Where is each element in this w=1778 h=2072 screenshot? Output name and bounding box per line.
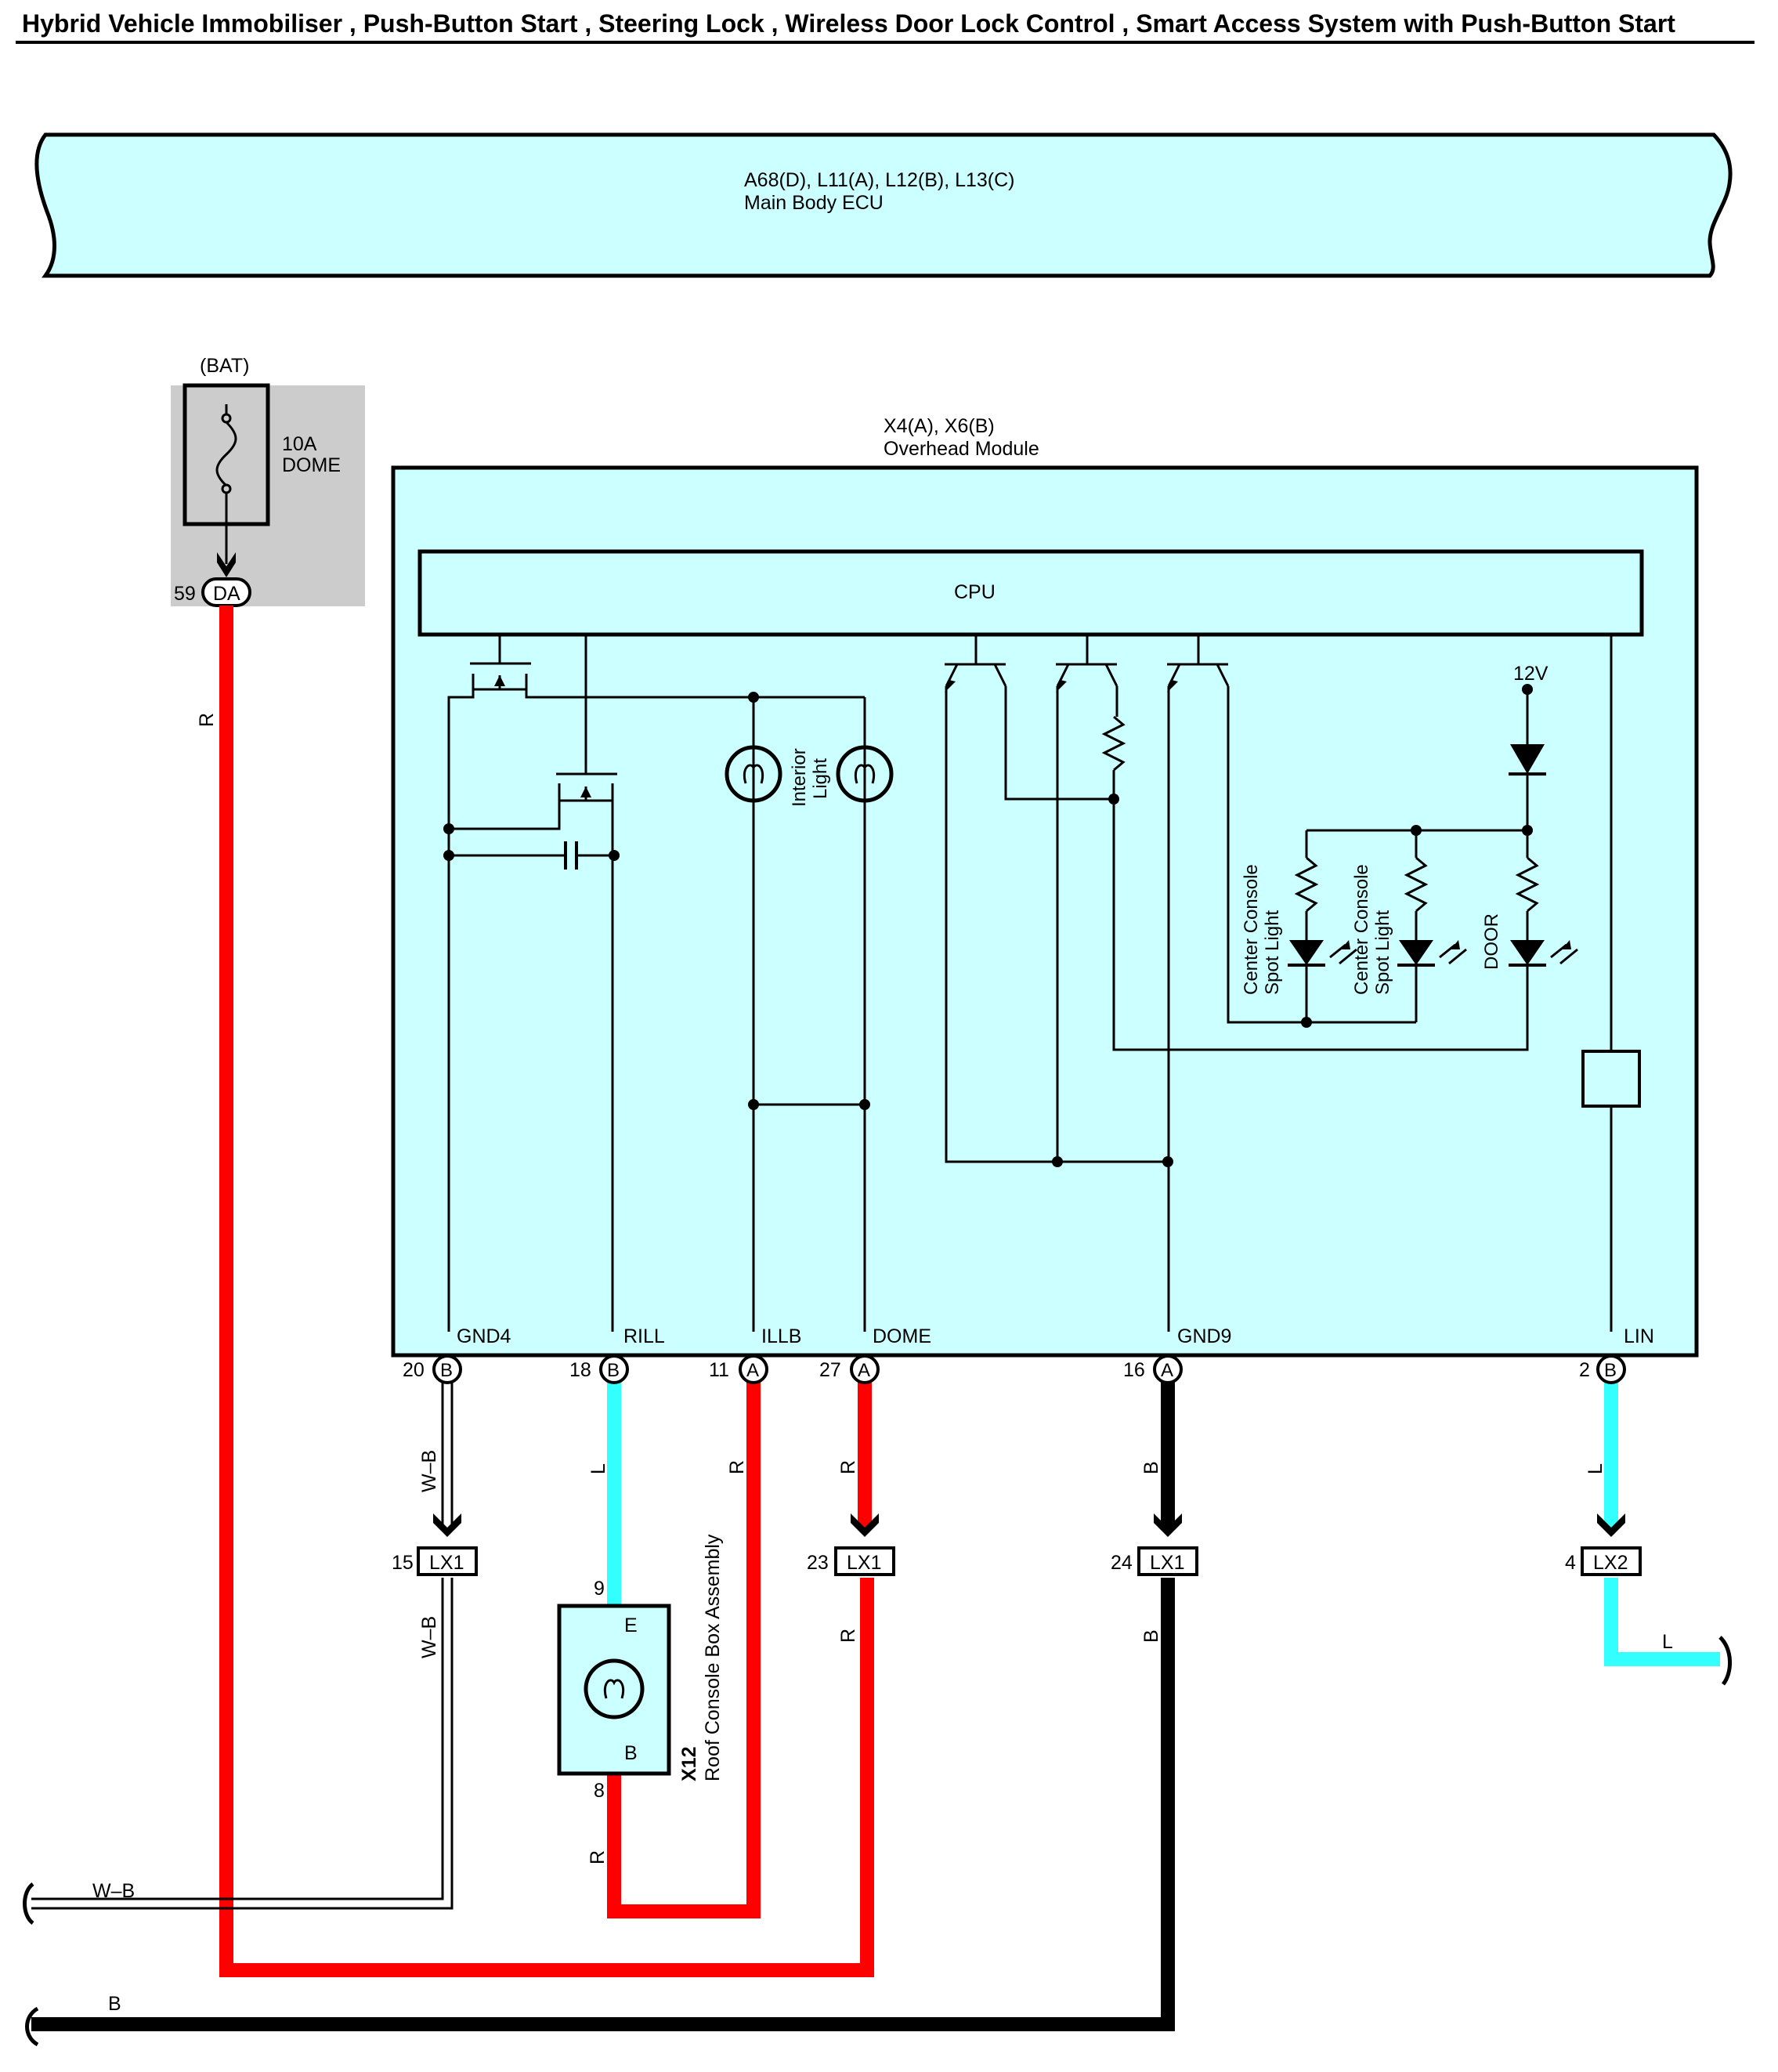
fuse-icon: [215, 404, 237, 577]
cpu-label: CPU: [954, 581, 996, 603]
interior-light-label-2: Light: [810, 758, 831, 799]
pin-illb: [739, 1354, 768, 1384]
pin-dome-code: A: [858, 1360, 870, 1381]
main-body-ecu-code: A68(D), L11(A), L12(B), L13(C): [744, 169, 1015, 191]
wire-label-r-dome-upper: R: [837, 1460, 859, 1474]
junction-lx1-wb-code: LX1: [429, 1552, 464, 1574]
wire-end-b: [25, 2006, 39, 2047]
junction-lx1-ground-number: 24: [1111, 1552, 1133, 1574]
pin-illb-code: A: [746, 1360, 759, 1381]
pin-rill: [599, 1354, 629, 1384]
wire-label-wb-upper: W–B: [418, 1450, 440, 1492]
pin-rill-number: 18: [569, 1359, 591, 1381]
spot-light-2-label-2: Spot Light: [1372, 910, 1393, 995]
terminal-label-lin: LIN: [1624, 1325, 1654, 1347]
pin-gnd4-code: B: [440, 1360, 453, 1381]
wiring: [23, 606, 1733, 2047]
pin-illb-number: 11: [709, 1359, 729, 1381]
cpu-box: [417, 549, 1644, 637]
module-code: X4(A), X6(B): [884, 415, 995, 437]
door-led-label: DOOR: [1481, 913, 1502, 970]
diagram-title: Hybrid Vehicle Immobiliser , Push-Button…: [22, 9, 1675, 38]
wire-blue-lin-lower: [1604, 1578, 1720, 1666]
main-body-ecu-name: Main Body ECU: [744, 192, 884, 214]
wire-end-wb: [23, 1882, 34, 1926]
wire-label-wb-end: W–B: [92, 1880, 135, 1902]
pin-gnd9-number: 16: [1123, 1359, 1145, 1381]
pin-lin-code: B: [1604, 1360, 1617, 1381]
roof-console-term-top: E: [624, 1615, 638, 1636]
roof-console-term-bottom: B: [624, 1742, 638, 1764]
supply-label: 12V: [1513, 663, 1549, 685]
junction-lx1-dome: [834, 1546, 895, 1576]
pin-gnd9: [1153, 1354, 1183, 1384]
junction-lx1-ground: [1137, 1546, 1198, 1576]
module-circuit: [447, 635, 1641, 1332]
roof-console-code: X12: [678, 1747, 700, 1781]
roof-console-name: Roof Console Box Assembly: [702, 1534, 724, 1781]
wire-label-l-lin-lower: L: [1662, 1631, 1673, 1653]
roof-console-pin-bottom: 8: [594, 1780, 605, 1802]
pin-lin-number: 2: [1579, 1359, 1590, 1381]
fuse-name: DOME: [282, 454, 341, 476]
junction-lx1-dome-number: 23: [807, 1552, 829, 1574]
roof-console-pin-top: 9: [594, 1578, 605, 1600]
wire-label-b-lower: B: [1140, 1629, 1162, 1643]
wire-red-battery: [219, 606, 874, 1977]
fuse-source: (BAT): [200, 355, 249, 377]
terminal-label-gnd9: GND9: [1177, 1325, 1231, 1347]
roof-console-filament-icon: [603, 1679, 625, 1699]
pin-gnd9-code: A: [1161, 1360, 1173, 1381]
junction-lx2-lin-number: 4: [1565, 1552, 1576, 1574]
pin-dome: [850, 1354, 880, 1384]
junction-lx1-dome-code: LX1: [847, 1552, 881, 1574]
junction-lx1-wb-number: 15: [392, 1552, 414, 1574]
fuse-pin-number: 59: [174, 583, 196, 605]
roof-console-box: [557, 1604, 671, 1776]
fuse-pin-code: DA: [213, 583, 240, 605]
wire-label-r-illb: R: [726, 1460, 748, 1474]
wire-label-b-upper: B: [1140, 1461, 1162, 1474]
pin-gnd4: [432, 1354, 462, 1384]
terminal-label-illb: ILLB: [761, 1325, 801, 1347]
wire-black-ground: [31, 1578, 1175, 2031]
terminal-label-gnd4: GND4: [457, 1325, 511, 1347]
junction-lx2-lin-code: LX2: [1593, 1552, 1628, 1574]
wire-label-l-lin-upper: L: [1585, 1463, 1606, 1474]
wire-label-r-x12: R: [587, 1850, 609, 1864]
terminal-label-rill: RILL: [623, 1325, 665, 1347]
wire-label-wb-lower: W–B: [418, 1616, 440, 1658]
main-body-ecu-box: [34, 132, 1733, 278]
circuit-glyphs: [443, 675, 1578, 1167]
spot-light-2-label-1: Center Console: [1351, 864, 1372, 995]
junction-lx2-lin: [1581, 1546, 1642, 1576]
fuse-rating: 10A: [282, 433, 317, 455]
interior-light-label-1: Interior: [789, 748, 810, 807]
pin-rill-code: B: [607, 1360, 620, 1381]
spot-light-1-label-2: Spot Light: [1262, 910, 1283, 995]
module-pins: B 20 B 18 A 11 A 27 A 16 B 2: [403, 1354, 1626, 1384]
junction-connectors: LX1 15 LX1 23 LX1 24 LX2 4: [392, 1513, 1642, 1576]
roof-console-lamp-icon: [584, 1658, 645, 1719]
wire-white-black: [31, 1379, 454, 1910]
wire-label-r-dome-lower: R: [837, 1629, 859, 1643]
overhead-module-box: [391, 465, 1699, 1358]
module-name: Overhead Module: [884, 438, 1039, 460]
junction-lx1-wb: [417, 1546, 478, 1576]
wire-label-r-battery: R: [196, 713, 218, 727]
pin-gnd4-number: 20: [403, 1359, 425, 1381]
wire-label-l-rill: L: [587, 1463, 609, 1474]
pin-dome-number: 27: [819, 1359, 841, 1381]
wire-end-l: [1718, 1636, 1733, 1686]
wire-red-illb: [607, 1379, 761, 1918]
pin-lin: [1596, 1354, 1626, 1384]
wire-label-b-end: B: [108, 1993, 121, 2015]
junction-lx1-ground-code: LX1: [1150, 1552, 1184, 1574]
terminal-label-dome: DOME: [873, 1325, 931, 1347]
spot-light-1-label-1: Center Console: [1241, 864, 1262, 995]
